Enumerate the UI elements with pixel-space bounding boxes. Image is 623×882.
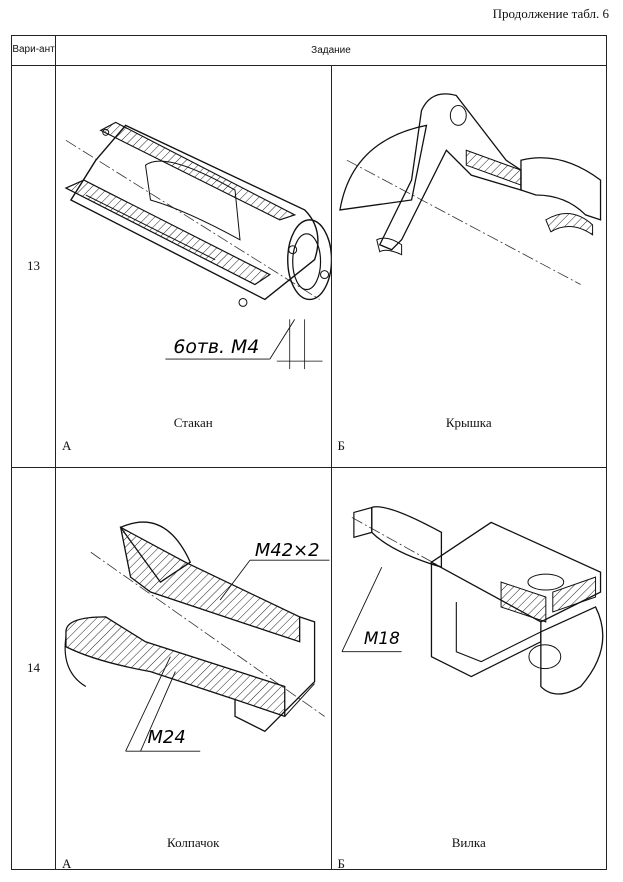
table-continuation-caption: Продолжение табл. 6 xyxy=(492,6,609,21)
annotation-label: M18 xyxy=(363,628,399,648)
variant-letter: Б xyxy=(337,437,345,453)
variant-number: 13 xyxy=(11,64,56,468)
drawing-cell-kolpachok: M42×2 M24 Колпачок А xyxy=(55,466,332,871)
annotation-label: M42×2 xyxy=(255,540,320,561)
drawing-cell-kryshka: Крышка Б xyxy=(330,64,607,468)
table-row: 14 M42×2 M24 Колпачок А xyxy=(11,466,607,871)
variant-letter: А xyxy=(62,437,72,453)
drawing-cell-vilka: M18 Вилка Б xyxy=(330,466,607,871)
vilka-drawing: M18 xyxy=(341,505,603,695)
part-title: Крышка xyxy=(445,414,492,430)
table-row: 13 xyxy=(11,64,607,468)
task-column-header: Задание xyxy=(55,35,607,66)
header-row: Вари-ант Задание xyxy=(11,35,607,66)
part-title: Вилка xyxy=(451,834,486,850)
drawing-cell-stakan: 6отв. М4 Стакан А xyxy=(55,64,332,468)
stakan-drawing: 6отв. М4 xyxy=(64,121,331,369)
kryshka-drawing xyxy=(338,92,601,285)
variant-letter: А xyxy=(62,855,72,871)
task-table: Вари-ант Задание 13 xyxy=(11,35,607,871)
part-title: Стакан xyxy=(173,414,213,430)
kolpachok-drawing: M42×2 M24 xyxy=(64,521,330,752)
variant-column-header: Вари-ант xyxy=(11,35,56,66)
variant-number: 14 xyxy=(11,466,56,871)
annotation-label: 6отв. М4 xyxy=(173,336,259,358)
variant-letter: Б xyxy=(337,855,345,871)
annotation-label: M24 xyxy=(148,727,186,748)
part-title: Колпачок xyxy=(167,834,220,850)
